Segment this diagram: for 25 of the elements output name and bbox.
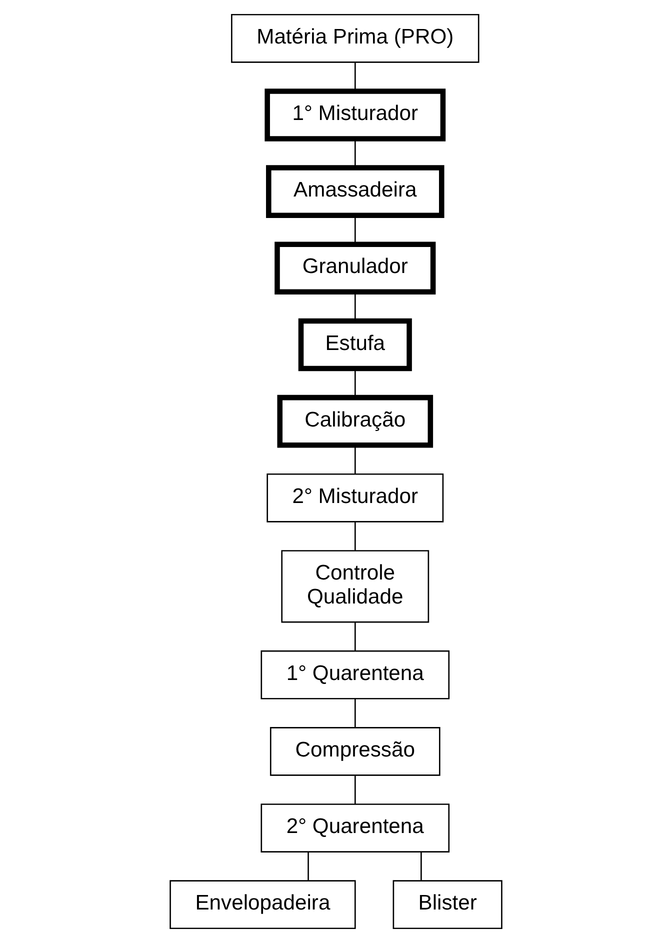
connector	[420, 852, 422, 881]
connector	[308, 852, 309, 881]
connector	[354, 622, 356, 651]
connector	[354, 368, 356, 398]
connector	[354, 138, 356, 168]
connector	[354, 62, 356, 91]
connector	[354, 292, 356, 321]
node-box: Matéria Prima (PRO)	[231, 14, 480, 63]
node-box: 1° Misturador	[264, 88, 446, 142]
connector	[354, 775, 356, 804]
node-box: Blister	[392, 880, 502, 930]
connector	[354, 445, 356, 474]
node-box: Amassadeira	[266, 165, 444, 218]
node-box: Envelopadeira	[170, 880, 356, 930]
node-box: Compressão	[270, 727, 440, 776]
node-box: 2° Misturador	[266, 473, 444, 522]
connector	[354, 698, 356, 728]
connector	[354, 215, 356, 244]
node-box: 1° Quarentena	[260, 650, 450, 700]
node-box: 2° Quarentena	[260, 804, 450, 852]
connector	[354, 522, 356, 551]
node-box: Granulador	[274, 242, 436, 295]
node-box: Calibração	[277, 394, 434, 448]
node-box: Controle Qualidade	[281, 550, 430, 623]
node-box: Estufa	[298, 318, 412, 372]
